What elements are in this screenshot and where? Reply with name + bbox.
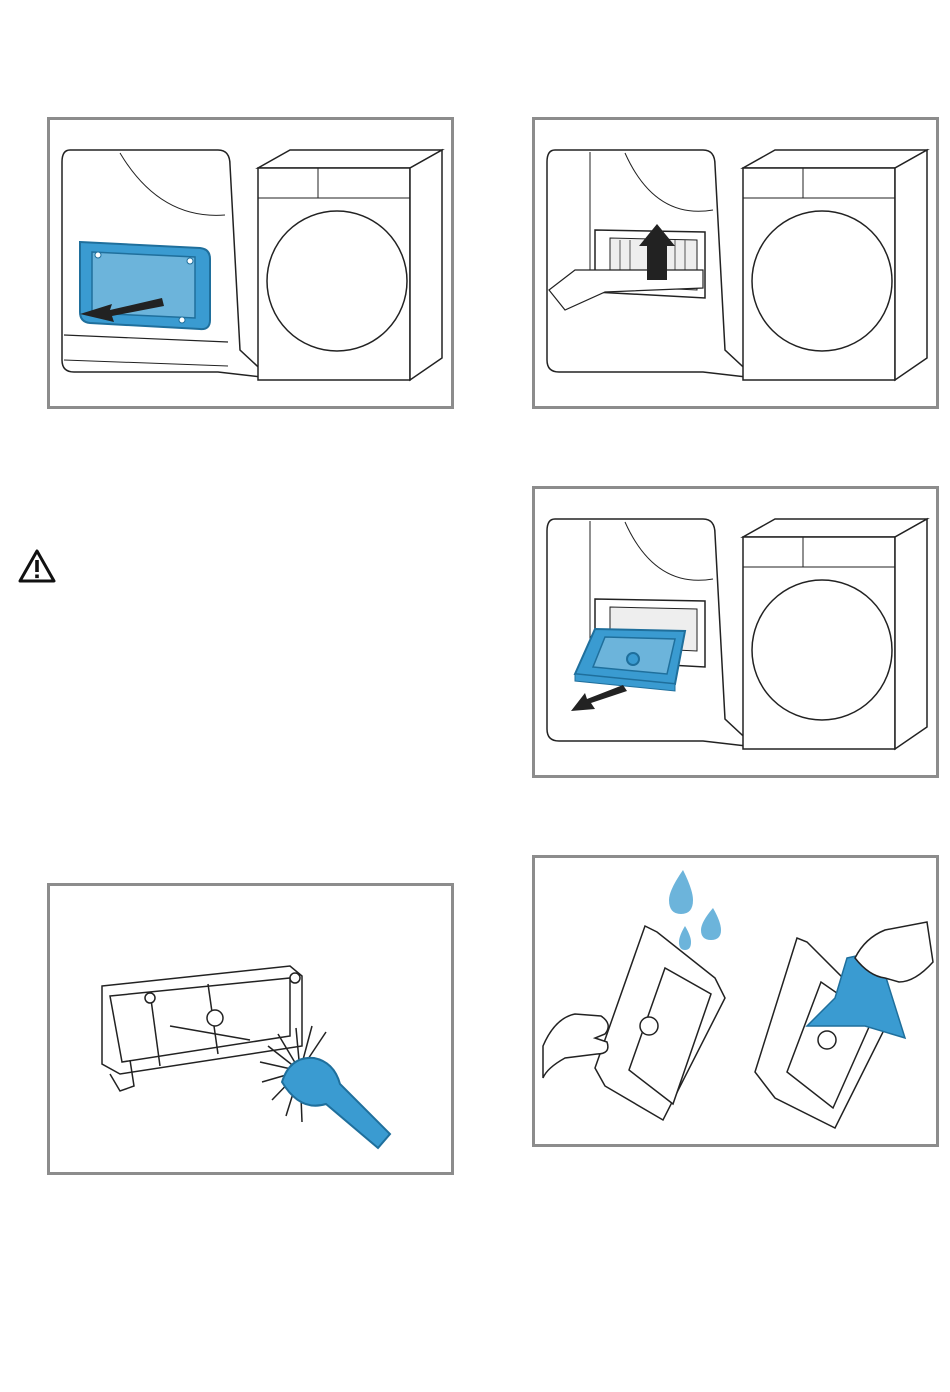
filter-icon bbox=[595, 926, 885, 1128]
figure-remove-filter bbox=[532, 486, 939, 778]
figure-lift-filter bbox=[532, 117, 939, 409]
dryer-icon bbox=[258, 150, 442, 380]
dryer-illustration bbox=[535, 120, 936, 406]
figure-remove-cover bbox=[47, 117, 454, 409]
figure-rinse-filter bbox=[532, 855, 939, 1147]
figure-clean-with-brush bbox=[47, 883, 454, 1175]
rinse-illustration bbox=[535, 858, 936, 1144]
dryer-icon bbox=[743, 519, 927, 749]
dryer-illustration bbox=[50, 120, 451, 406]
water-drops-icon bbox=[669, 870, 721, 950]
warning-triangle-icon bbox=[17, 548, 57, 584]
dryer-icon bbox=[743, 150, 927, 380]
filter-drawer-icon bbox=[575, 629, 685, 691]
brush-illustration bbox=[50, 886, 451, 1172]
filter-frame-icon bbox=[102, 966, 302, 1091]
dryer-illustration bbox=[535, 489, 936, 775]
